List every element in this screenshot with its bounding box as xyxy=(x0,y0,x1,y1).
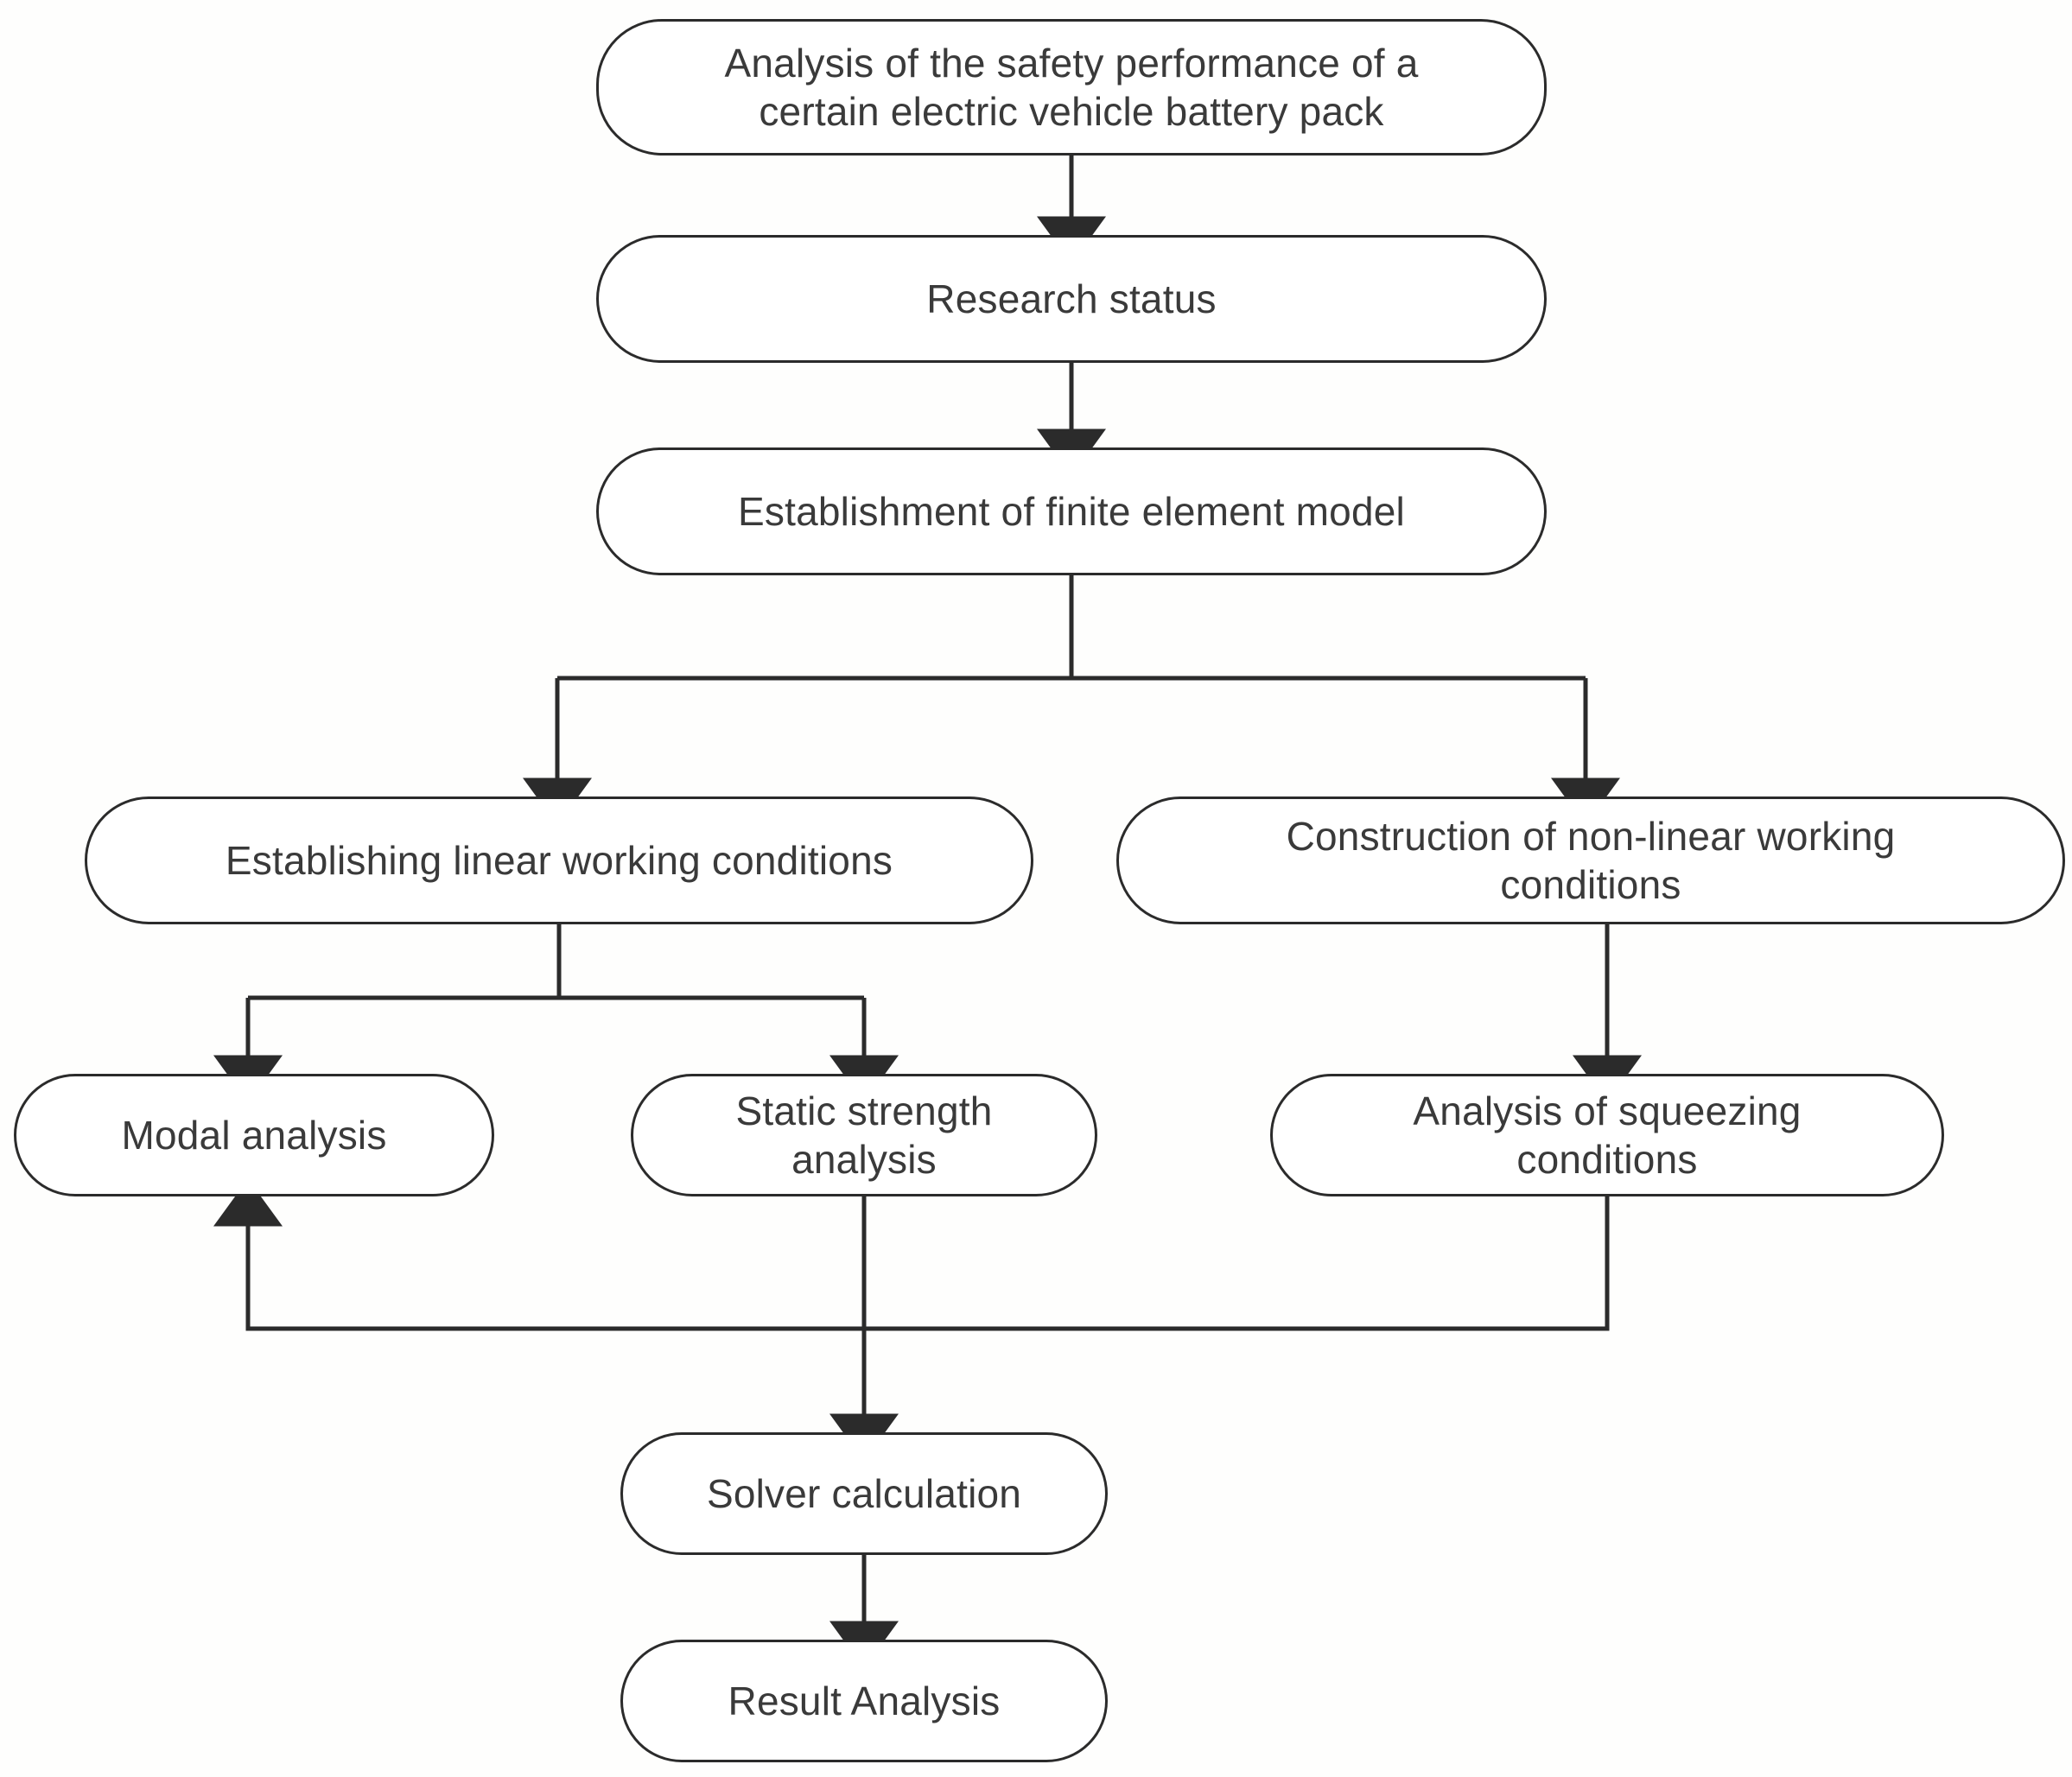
node-fe-model-label: Establishment of finite element model xyxy=(738,488,1405,534)
node-topic[interactable]: Analysis of the safety performance of a … xyxy=(596,19,1547,155)
node-static-strength[interactable]: Static strength analysis xyxy=(631,1074,1097,1196)
node-linear-conditions-label: Establishing linear working conditions xyxy=(225,837,893,883)
node-linear-conditions[interactable]: Establishing linear working conditions xyxy=(85,796,1033,924)
node-squeezing-conditions[interactable]: Analysis of squeezing conditions xyxy=(1270,1074,1944,1196)
edge-squeezing-feedback-loop xyxy=(213,1178,1610,1331)
node-result-analysis[interactable]: Result Analysis xyxy=(620,1640,1108,1762)
node-static-strength-label: Static strength analysis xyxy=(735,1088,993,1182)
node-topic-label: Analysis of the safety performance of a … xyxy=(724,40,1419,134)
node-nonlinear-conditions-label: Construction of non-linear working condi… xyxy=(1286,813,1896,907)
node-fe-model[interactable]: Establishment of finite element model xyxy=(596,447,1547,575)
node-squeezing-conditions-label: Analysis of squeezing conditions xyxy=(1413,1088,1802,1182)
node-solver-calculation[interactable]: Solver calculation xyxy=(620,1432,1108,1555)
node-result-analysis-label: Result Analysis xyxy=(728,1678,1001,1723)
node-solver-calculation-label: Solver calculation xyxy=(706,1470,1022,1516)
node-modal-analysis-label: Modal analysis xyxy=(121,1112,387,1158)
node-research-status-label: Research status xyxy=(926,276,1217,321)
node-modal-analysis[interactable]: Modal analysis xyxy=(14,1074,494,1196)
node-nonlinear-conditions[interactable]: Construction of non-linear working condi… xyxy=(1116,796,2065,924)
node-research-status[interactable]: Research status xyxy=(596,235,1547,363)
